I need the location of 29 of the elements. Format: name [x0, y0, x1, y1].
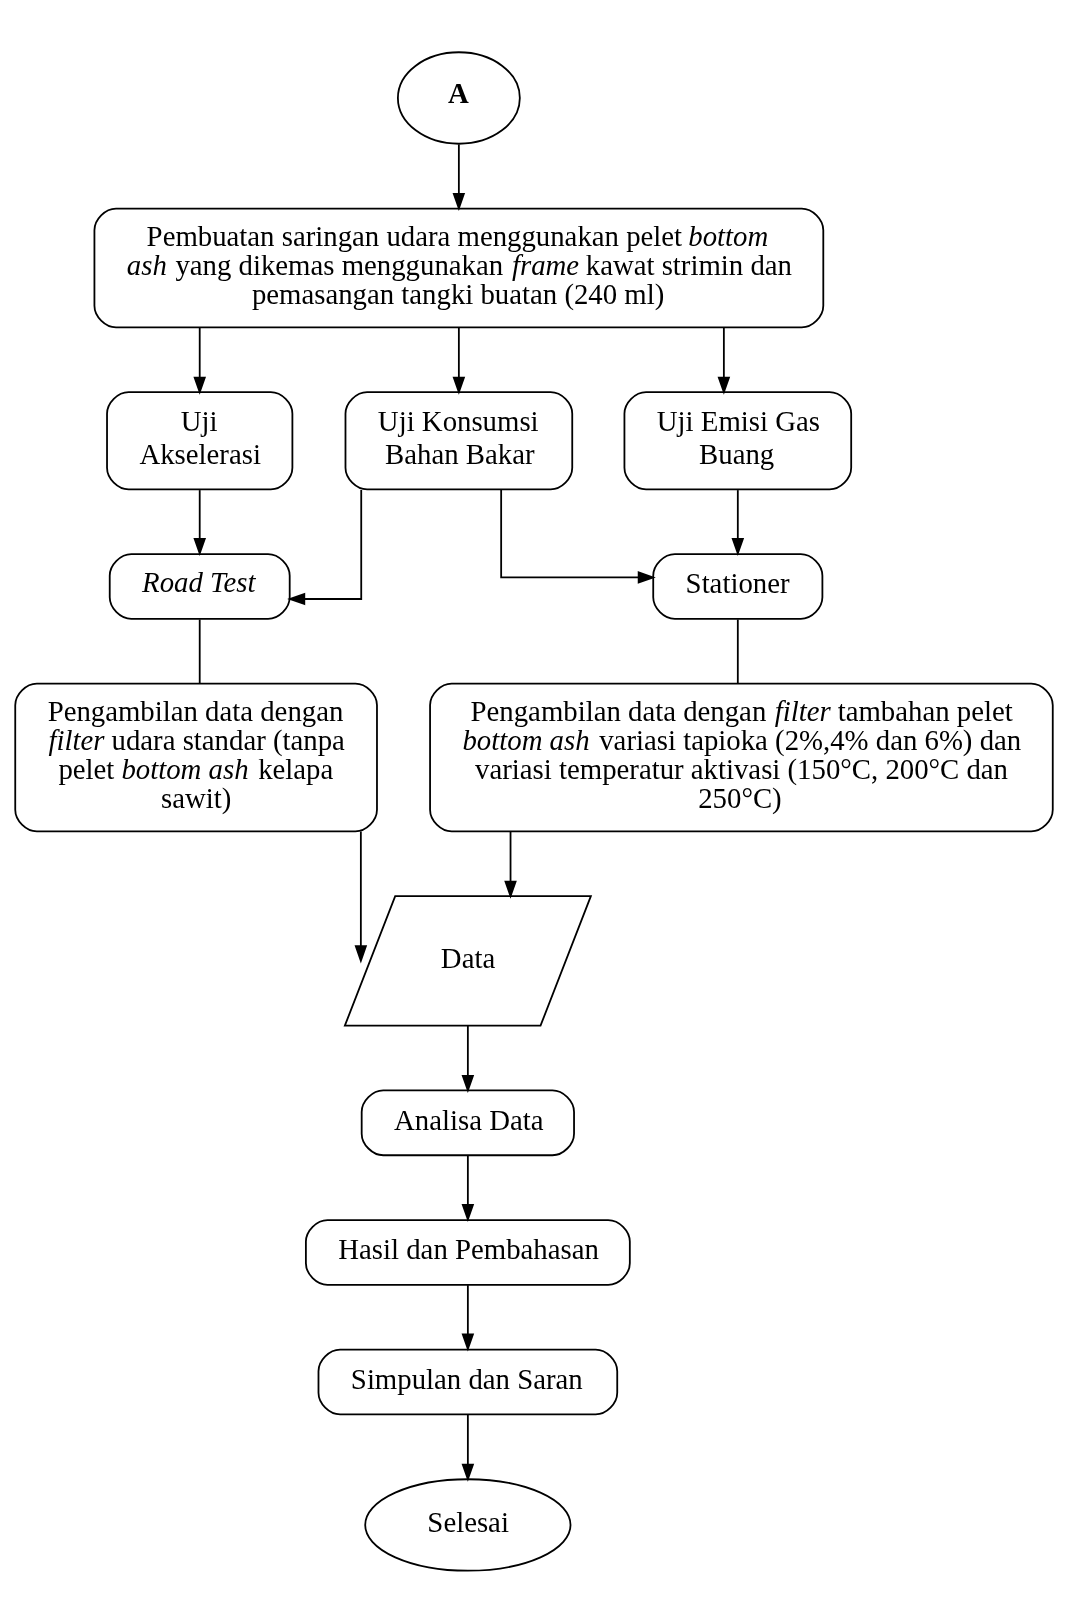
node-box: Uji Akselerasi	[106, 390, 294, 490]
arrow	[461, 1413, 475, 1482]
arrow	[287, 488, 363, 605]
arrow	[500, 488, 656, 584]
node-ellipse: Selesai	[364, 1477, 572, 1572]
node-box: Analisa Data	[360, 1089, 575, 1156]
arrow	[504, 830, 517, 899]
arrow	[731, 488, 745, 556]
arrow	[461, 1283, 475, 1352]
node-box: Pengambilan data dengan filter tambahan pelet bottom ash variasi tapioka (2%,4% dan 6%) dan variasi temperatur aktivasi (150°C, 200°C dan 250°C)	[429, 682, 1054, 832]
connector	[736, 618, 739, 684]
node-box: Road Test	[108, 552, 291, 620]
arrow	[193, 488, 206, 556]
arrow	[452, 326, 466, 395]
connector	[198, 618, 201, 684]
arrow	[461, 1154, 475, 1222]
arrow	[193, 326, 206, 395]
node-box: Hasil dan Pembahasan	[305, 1218, 631, 1286]
arrow	[461, 1024, 475, 1093]
node-box: Pembuatan saringan udara menggunakan pelet bottom ash yang dikemas menggunakan frame kawat strimin dan pemasangan tangki buatan (240 ml)	[93, 207, 825, 328]
node-ellipse: A	[397, 50, 521, 145]
arrow	[452, 143, 466, 211]
node-box: Simpulan dan Saran	[317, 1348, 619, 1415]
node-box: Pengambilan data dengan filter udara standar (tanpa pelet bottom ash kelapa sawit)	[14, 682, 378, 832]
arrow	[717, 326, 731, 395]
node-box: Stationer	[652, 552, 824, 620]
arrow	[354, 830, 368, 963]
node-box: Uji Konsumsi Bahan Bakar	[344, 390, 574, 490]
node-box: Uji Emisi Gas Buang	[623, 390, 853, 490]
